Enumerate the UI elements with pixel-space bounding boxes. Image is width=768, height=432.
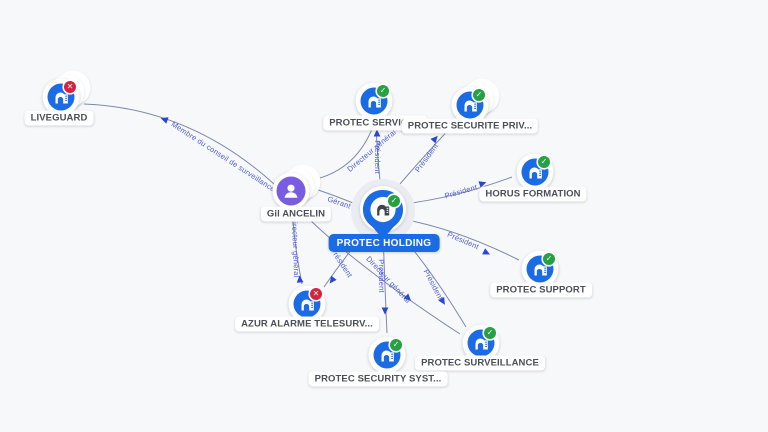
edge-holding-azur-arrow-icon (329, 275, 337, 284)
label-horus-formation[interactable]: HORUS FORMATION (479, 186, 587, 202)
building-icon (534, 264, 547, 275)
check-badge-icon: ✓ (543, 253, 555, 265)
label-azur-alarme-telesurv[interactable]: AZUR ALARME TELESURV... (235, 316, 379, 332)
edge-gil-surveillance-label: Directeur général (364, 254, 412, 305)
label-protec-services[interactable]: PROTEC SERVICES (323, 115, 427, 131)
edge-gil-surveillance-arrow-icon (403, 293, 412, 301)
check-badge-icon: ✓ (390, 339, 402, 351)
building-icon (301, 299, 314, 310)
edge-holding-services-arrow-icon (373, 129, 381, 137)
edge-holding-security-syst-arrow-icon (381, 307, 389, 315)
edge-holding-surveillance-arrow-icon (438, 296, 445, 305)
building-icon (381, 350, 394, 361)
edge-gil-services-label: Directeur général (345, 127, 398, 173)
building-icon (464, 100, 477, 111)
label-protec-security-syst[interactable]: PROTEC SECURITY SYST... (308, 371, 448, 387)
label-protec-securite-privee[interactable]: PROTEC SECURITE PRIV... (401, 118, 539, 134)
edge-holding-services-label: Président (373, 140, 382, 174)
check-badge-icon: ✓ (473, 89, 485, 101)
edge-gil-liveguard (83, 103, 275, 185)
label-protec-support[interactable]: PROTEC SUPPORT (490, 282, 592, 298)
edge-gil-azur-label: Directeur général (290, 216, 301, 277)
check-badge-icon: ✓ (388, 195, 400, 207)
company-circle (526, 255, 554, 283)
edge-gil-azur-arrow-icon (296, 275, 304, 283)
check-badge-icon: ✓ (484, 327, 496, 339)
edge-gil-liveguard-label: Membre du conseil de surveillance (170, 120, 277, 194)
building-icon (55, 92, 68, 103)
edge-holding-securite-arrow-icon (430, 135, 438, 144)
edge-holding-horus-label: Président (444, 182, 479, 200)
cross-badge-icon: ✕ (64, 81, 76, 93)
label-protec-holding[interactable]: PROTEC HOLDING (328, 234, 440, 252)
person-icon (284, 184, 298, 198)
label-gil-ancelin[interactable]: Gil ANCELIN (260, 206, 332, 222)
building-icon (475, 338, 488, 349)
cross-badge-icon: ✕ (310, 288, 322, 300)
edge-gil-liveguard-arrow-icon (160, 117, 169, 124)
check-badge-icon: ✓ (538, 156, 550, 168)
edge-holding-horus-arrow-icon (478, 181, 487, 188)
edge-holding-security-syst-label: Président (377, 259, 387, 293)
label-liveguard[interactable]: LIVEGUARD (24, 110, 94, 126)
edge-holding-support-label: Président (446, 230, 481, 252)
edge-holding-support (401, 218, 520, 261)
building-icon (529, 167, 542, 178)
edge-holding-support-arrow-icon (482, 248, 491, 255)
edge-holding-surveillance-label: Président (422, 268, 446, 302)
person-avatar (276, 176, 306, 206)
company-circle (47, 83, 75, 111)
label-protec-surveillance[interactable]: PROTEC SURVEILLANCE (415, 355, 545, 371)
edge-holding-securite-label: Président (413, 141, 440, 174)
check-badge-icon: ✓ (377, 85, 389, 97)
building-icon (368, 96, 381, 107)
